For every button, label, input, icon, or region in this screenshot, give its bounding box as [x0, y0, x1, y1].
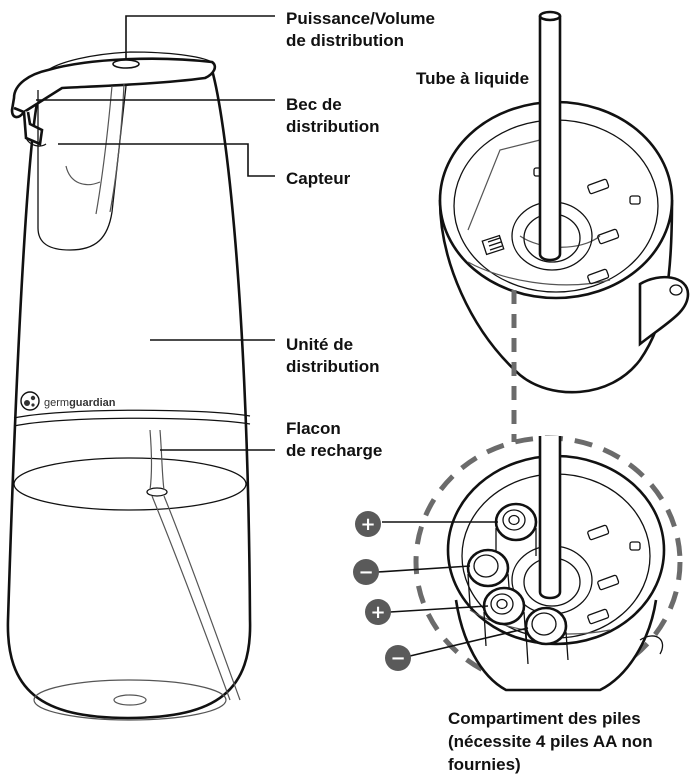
- liquid-surface: [13, 457, 247, 511]
- battery-1: [494, 502, 538, 560]
- brand-suffix: guardian: [69, 397, 116, 409]
- unit-underside-illustration: [438, 10, 690, 394]
- germguardian-logo: germguardian: [20, 391, 116, 411]
- svg-text:germguardian: germguardian: [44, 397, 116, 409]
- bottle-base: [33, 679, 227, 721]
- polarity-plus-2: +: [365, 599, 391, 625]
- label-dispensing-unit: Unité de distribution: [286, 335, 379, 376]
- liquid-tube: [538, 16, 562, 262]
- label-battery-compartment: Compartiment des piles (nécessite 4 pile…: [448, 709, 657, 774]
- battery-2: [466, 548, 511, 607]
- svg-text:+: +: [360, 514, 375, 535]
- svg-text:−: −: [390, 648, 405, 669]
- polarity-plus-1: +: [355, 511, 381, 537]
- label-sensor: Capteur: [286, 169, 351, 188]
- polarity-minus-2: −: [385, 645, 411, 671]
- battery-4: [524, 606, 569, 665]
- power-volume-button: [112, 59, 140, 69]
- svg-text:−: −: [358, 562, 373, 583]
- svg-text:+: +: [370, 602, 385, 623]
- polarity-minus-1: −: [353, 559, 379, 585]
- label-spout: Bec de distribution: [286, 95, 379, 136]
- leader-lines-left: [36, 15, 275, 451]
- battery-3: [482, 586, 527, 647]
- brand-prefix: germ: [44, 397, 69, 409]
- dispenser-illustration: germguardian: [6, 51, 252, 721]
- unit-bottle-joint: [13, 409, 251, 419]
- polarity-leader-lines: [377, 521, 529, 657]
- dispensing-spout: [13, 106, 44, 146]
- dispenser-body: [6, 68, 252, 720]
- label-refill-bottle: Flacon de recharge: [286, 419, 382, 460]
- label-power-volume: Puissance/Volume de distribution: [286, 9, 440, 50]
- label-liquid-tube: Tube à liquide: [416, 69, 529, 88]
- battery-compartment-illustration: [413, 435, 683, 692]
- sensor-window: [37, 85, 127, 251]
